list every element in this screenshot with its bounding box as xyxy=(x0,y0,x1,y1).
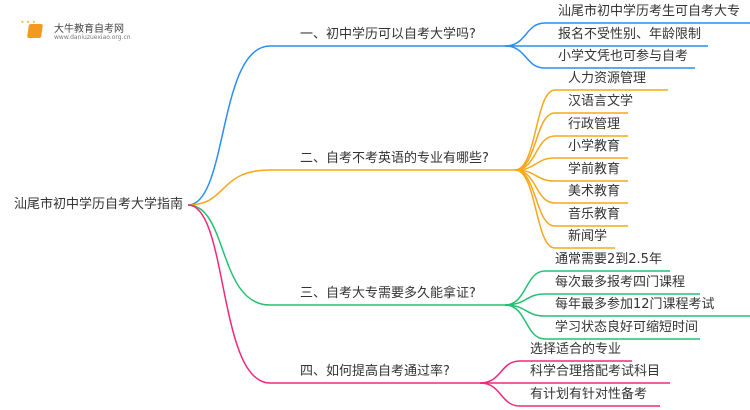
branch-topic: 三、自考大专需要多久能拿证? xyxy=(300,286,476,301)
leaf-line xyxy=(514,157,628,171)
branch-line xyxy=(187,204,480,384)
leaf-topic: 选择适合的专业 xyxy=(530,342,622,357)
branch-topic: 一、初中学历可以自考大学吗? xyxy=(300,27,476,42)
logo-url: www.daniuzuexiao.org.cn xyxy=(54,34,131,41)
leaf-topic: 科学合理搭配考试科目 xyxy=(530,364,661,379)
branch-topic: 二、自考不考英语的专业有哪些? xyxy=(300,151,489,166)
logo-sun-icon: ••• xyxy=(20,18,38,27)
leaf-line xyxy=(479,382,660,407)
branch-line xyxy=(187,204,505,306)
root-topic: 汕尾市初中学历自考大学指南 xyxy=(14,197,184,212)
branch-topic: 四、如何提高自考通过率? xyxy=(300,364,450,379)
branch-line xyxy=(187,45,505,206)
leaf-topic: 新闻学 xyxy=(568,229,608,244)
leaf-topic: 小学文凭也可参与自考 xyxy=(558,49,689,64)
leaf-topic: 音乐教育 xyxy=(568,207,621,222)
leaf-line xyxy=(514,112,628,171)
leaf-topic: 人力资源管理 xyxy=(568,71,647,86)
leaf-line xyxy=(504,45,695,69)
leaf-topic: 每年最多参加12门课程考试 xyxy=(555,297,715,312)
leaf-topic: 汉语言文学 xyxy=(568,94,634,109)
leaf-topic: 小学教育 xyxy=(568,139,621,154)
logo-name: 大牛教育自考网 xyxy=(54,24,124,35)
leaf-line xyxy=(504,22,750,47)
leaf-topic: 报名不受性别、年龄限制 xyxy=(558,27,702,42)
leaf-line xyxy=(504,270,670,306)
leaf-topic: 通常需要2到2.5年 xyxy=(555,252,662,267)
leaf-topic: 学习状态良好可缩短时间 xyxy=(555,320,699,335)
leaf-line xyxy=(514,169,615,249)
leaf-topic: 美术教育 xyxy=(568,184,621,199)
logo: ••• 大牛教育自考网 www.daniuzuexiao.org.cn xyxy=(18,18,131,44)
leaf-line xyxy=(479,360,632,384)
leaf-topic: 汕尾市初中学历考生可自考大专 xyxy=(558,4,741,19)
leaf-line xyxy=(514,89,668,171)
leaf-topic: 有计划有针对性备考 xyxy=(530,387,648,402)
branch-line xyxy=(187,169,515,206)
leaf-topic: 每次最多报考四门课程 xyxy=(555,275,686,290)
leaf-line xyxy=(504,304,700,340)
leaf-topic: 行政管理 xyxy=(568,117,621,132)
leaf-topic: 学前教育 xyxy=(568,162,621,177)
